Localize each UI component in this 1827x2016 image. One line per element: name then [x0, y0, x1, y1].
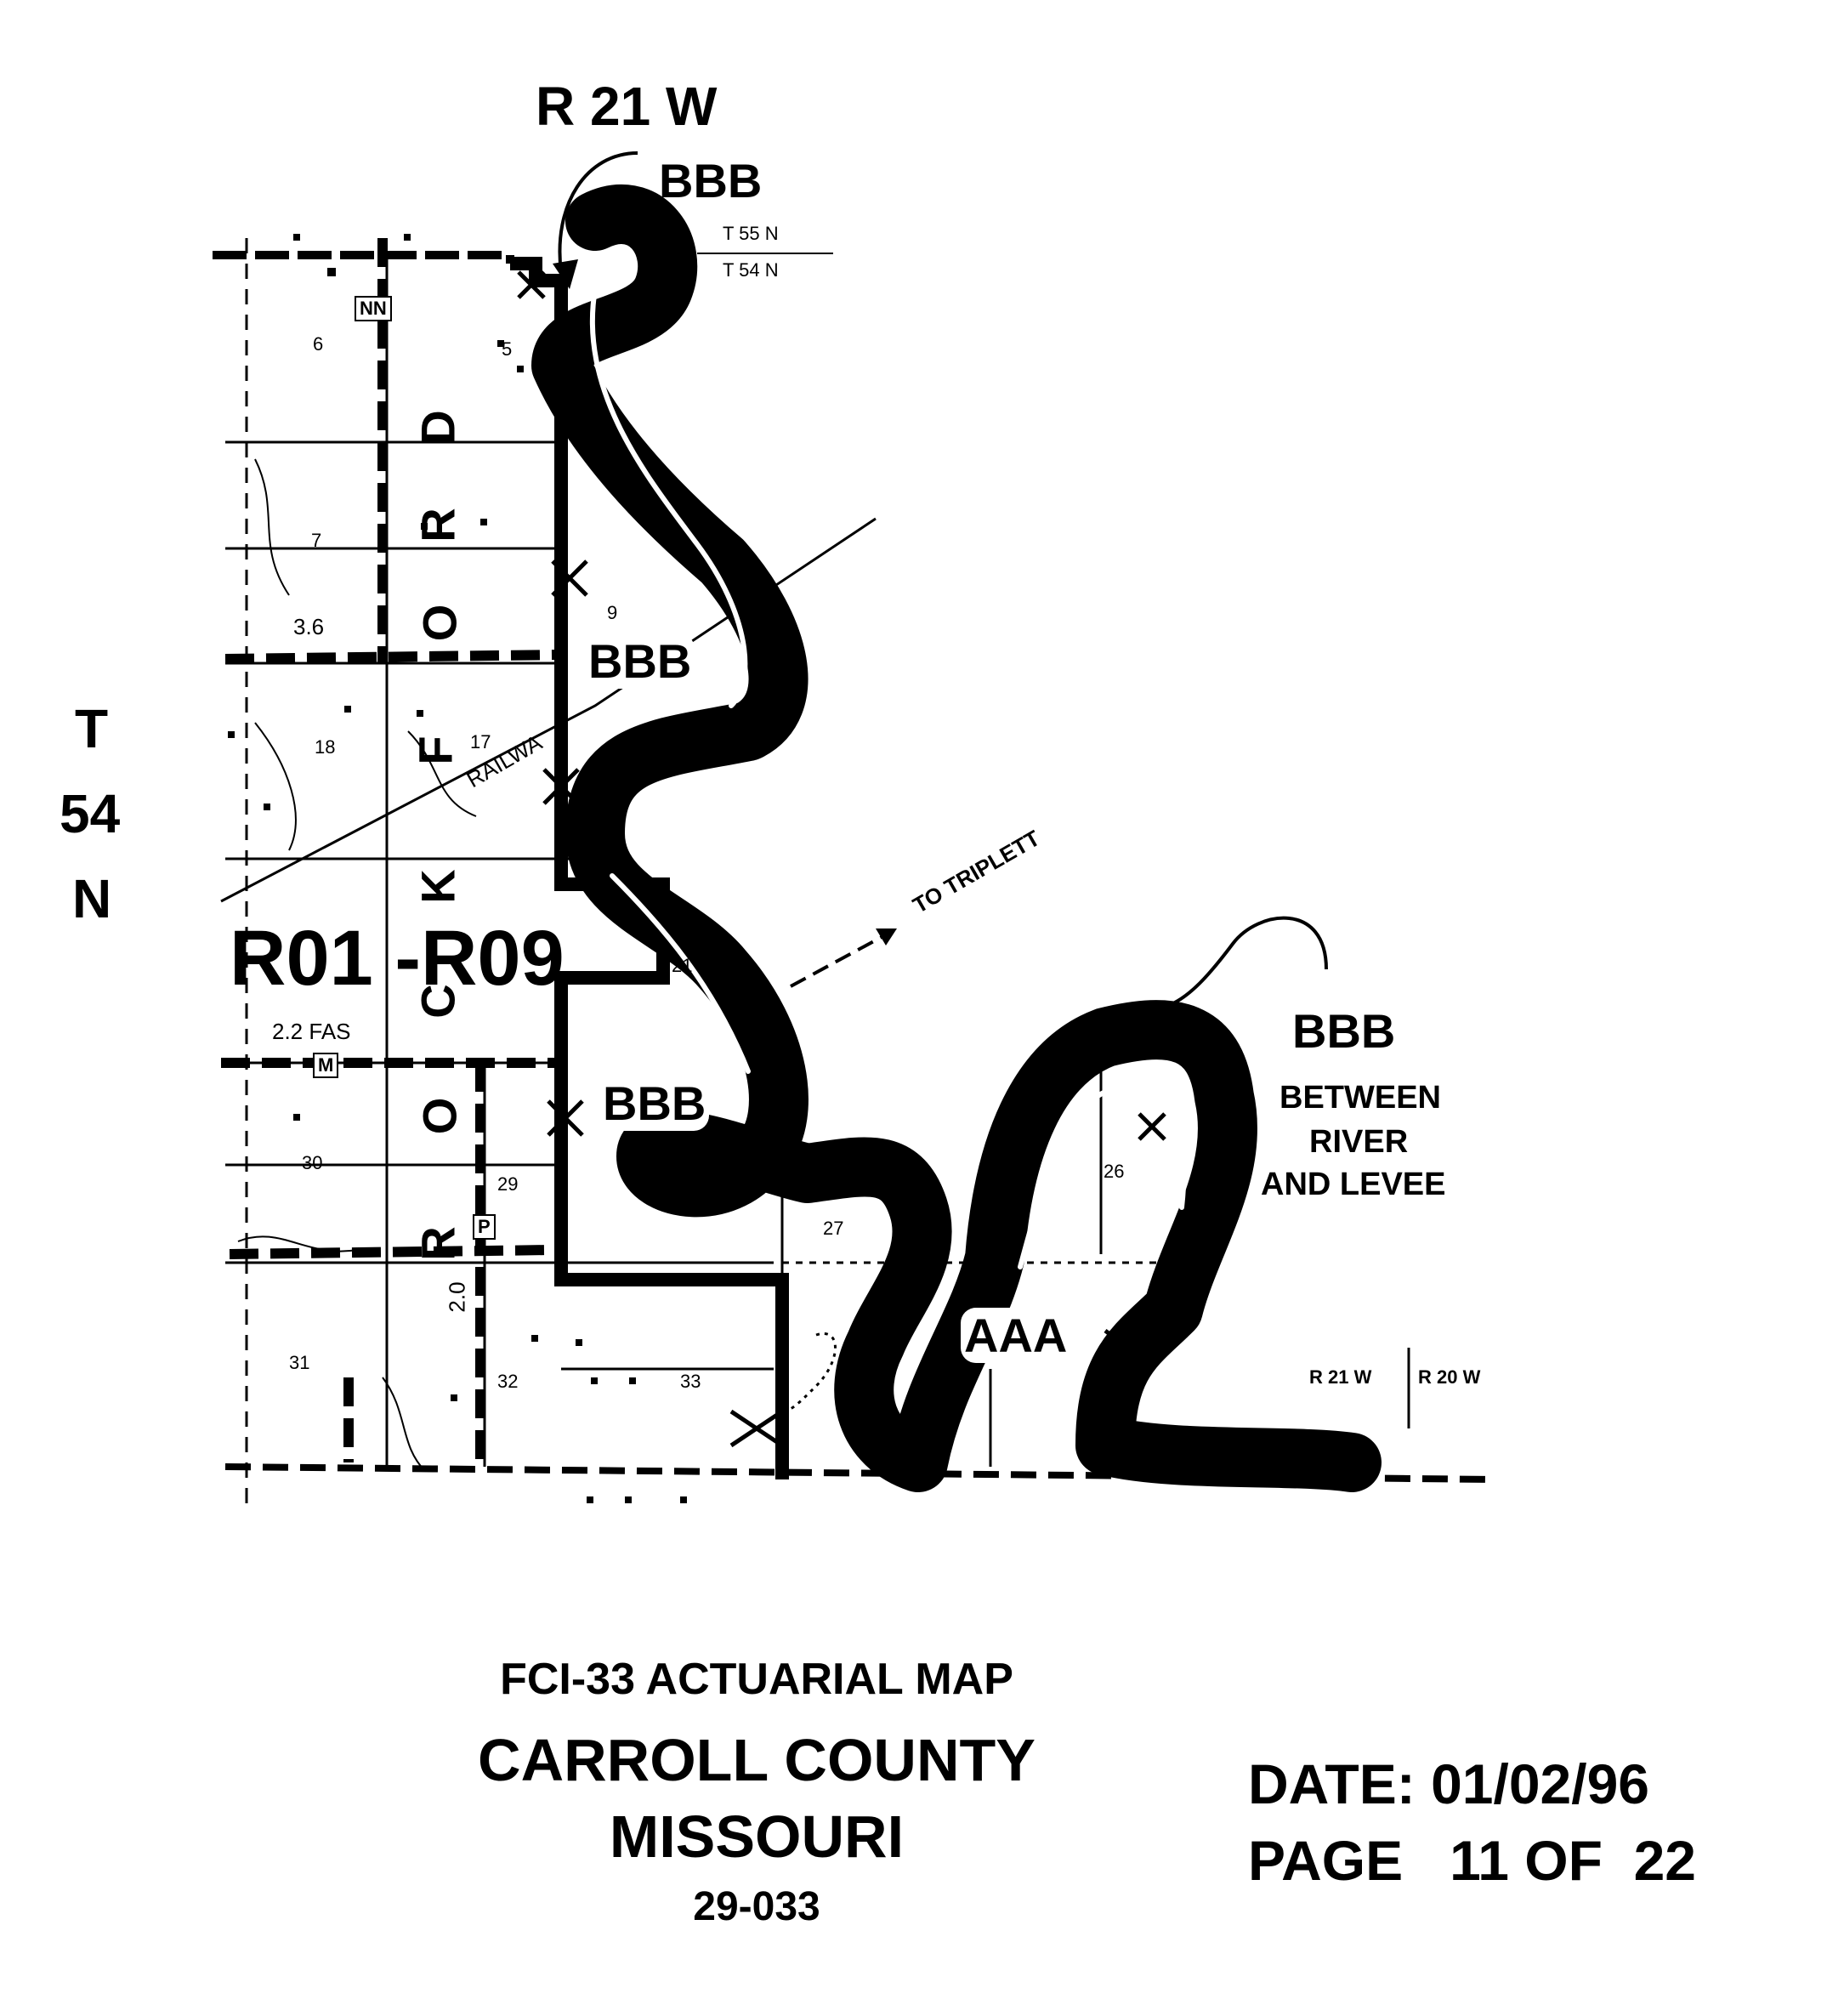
section-9: 9: [607, 602, 618, 623]
levee-boundary: [510, 257, 789, 1479]
range-line-right: R 20 W: [1418, 1366, 1481, 1388]
footer-title-line1: FCI-33 ACTUARIAL MAP: [500, 1655, 1013, 1704]
township-line-lower: T 54 N: [723, 259, 779, 281]
county-letter-k: K: [411, 869, 465, 904]
rate-area-rows-label: R01 -R09: [230, 915, 565, 1002]
bbb-note-line1: BETWEEN: [1279, 1080, 1441, 1116]
bbb-note-line3: AND LEVEE: [1261, 1167, 1446, 1202]
section-26: 26: [1104, 1161, 1125, 1182]
aaa-label: AAA: [961, 1308, 1071, 1363]
mile-3-6: 3.6: [293, 614, 325, 639]
township-label-n: N: [72, 868, 112, 929]
county-letter-f: F: [408, 735, 462, 765]
route-shield-m: M: [313, 1053, 339, 1078]
range-line-left: R 21 W: [1309, 1366, 1372, 1388]
section-6: 6: [313, 333, 324, 355]
county-roads: [221, 238, 562, 1467]
bbb-label-right: BBB: [1292, 1004, 1396, 1058]
section-5: 5: [502, 338, 513, 360]
township-line-upper: T 55 N: [723, 223, 779, 244]
section-30: 30: [302, 1152, 323, 1173]
footer-state: MISSOURI: [609, 1803, 905, 1870]
county-letter-d: D: [411, 410, 465, 445]
bbb-label-top: BBB: [659, 154, 763, 207]
footer-county: CARROLL COUNTY: [478, 1727, 1035, 1793]
section-33: 33: [680, 1371, 701, 1392]
township-label-54: 54: [60, 783, 121, 844]
bbb-pointer-right: [1172, 916, 1328, 1005]
section-17: 17: [470, 731, 491, 752]
section-27: 27: [823, 1218, 844, 1239]
bbb-label-mid: BBB: [585, 633, 695, 689]
footer-code: 29-033: [693, 1884, 820, 1929]
bbb-label-lower: BBB: [599, 1076, 710, 1131]
mile-2-0: 2.0: [444, 1281, 470, 1313]
railway-line: [220, 517, 877, 903]
road-top: [213, 251, 514, 264]
county-letter-r2: R: [411, 1226, 465, 1261]
building-dots: [228, 234, 687, 1503]
county-letter-o1: O: [412, 604, 467, 642]
county-letter-o2: O: [412, 1097, 467, 1135]
streams: [237, 458, 477, 1472]
township-label-t: T: [75, 698, 109, 759]
crossing-marks: [517, 270, 1166, 1448]
section-21: 21: [672, 955, 693, 976]
bbb-pointer-top: [558, 151, 638, 273]
route-shield-nn: NN: [355, 296, 392, 321]
river-band: [531, 185, 1382, 1492]
mile-2-2-fas: 2.2 FAS: [272, 1019, 351, 1044]
to-triplett-arrow: [790, 929, 894, 988]
section-7: 7: [311, 530, 322, 551]
range-label-top: R 21 W: [536, 76, 718, 137]
section-31: 31: [289, 1352, 310, 1373]
county-letter-r1: R: [411, 508, 465, 542]
footer-date: DATE: 01/02/96: [1248, 1752, 1649, 1815]
bbb-note-line2: RIVER: [1309, 1124, 1409, 1160]
section-29: 29: [497, 1173, 519, 1195]
section-32: 32: [497, 1371, 519, 1392]
route-shield-p: P: [473, 1214, 496, 1240]
section-34: 34: [854, 1331, 875, 1352]
section-18: 18: [315, 736, 336, 758]
footer-page: PAGE 11 OF 22: [1248, 1829, 1697, 1892]
